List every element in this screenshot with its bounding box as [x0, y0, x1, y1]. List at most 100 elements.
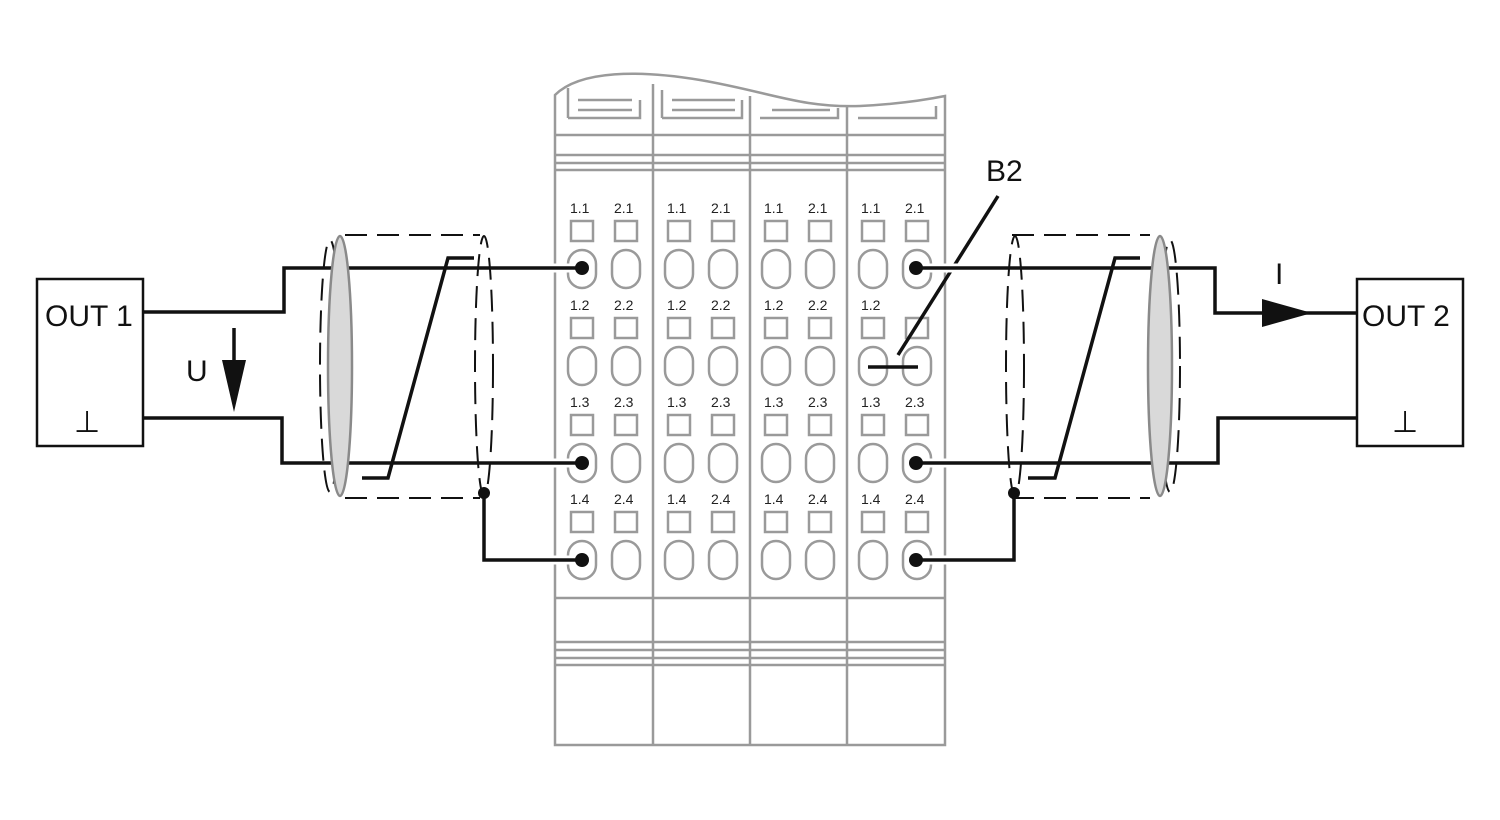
connection-square: [613, 316, 639, 340]
screw-terminal[interactable]: [663, 248, 695, 290]
screw-terminal[interactable]: [707, 345, 739, 387]
connection-square: [710, 413, 736, 437]
connection-square: [763, 219, 789, 243]
pin-label: 2.3: [808, 394, 828, 410]
pin-label: 1.3: [570, 394, 590, 410]
pin-label: 1.4: [861, 491, 881, 507]
pin-label: 2.1: [711, 200, 731, 216]
connection-square: [860, 316, 886, 340]
connection-square: [569, 316, 595, 340]
connection-square: [904, 219, 930, 243]
connection-square: [666, 413, 692, 437]
connection-square: [763, 510, 789, 534]
connection-square: [904, 413, 930, 437]
connection-square: [904, 510, 930, 534]
out1-label: OUT 1: [45, 300, 133, 333]
connection-square: [763, 316, 789, 340]
screw-terminal[interactable]: [760, 539, 792, 581]
connection-square: [860, 510, 886, 534]
ground-icon: ⊥: [1392, 406, 1418, 439]
pin-label: 1.4: [764, 491, 784, 507]
connection-square: [569, 219, 595, 243]
pin-label: 2.2: [614, 297, 634, 313]
pin-label: 2.1: [614, 200, 634, 216]
arrow-right-icon: [1262, 299, 1312, 327]
pin-label: 1.1: [764, 200, 784, 216]
screw-terminal[interactable]: [804, 539, 836, 581]
connection-square: [569, 510, 595, 534]
arrow-down-icon: [222, 360, 246, 412]
out2-label: OUT 2: [1362, 300, 1450, 333]
screw-terminal[interactable]: [566, 345, 598, 387]
pin-label: 2.4: [808, 491, 828, 507]
pin-label: 2.4: [614, 491, 634, 507]
screw-terminal[interactable]: [857, 539, 889, 581]
screw-terminal[interactable]: [760, 248, 792, 290]
connection-square: [613, 510, 639, 534]
connection-square: [763, 413, 789, 437]
screw-terminal[interactable]: [760, 442, 792, 484]
connection-square: [710, 219, 736, 243]
screw-terminal[interactable]: [804, 345, 836, 387]
connection-square: [613, 219, 639, 243]
out1-device: OUT 1 ⊥: [35, 277, 145, 448]
bridge-label: B2: [986, 155, 1023, 188]
screw-terminal[interactable]: [804, 442, 836, 484]
terminal-block: [553, 72, 947, 747]
pin-label: 1.1: [861, 200, 881, 216]
pin-label: 1.4: [570, 491, 590, 507]
pin-label: 1.1: [570, 200, 590, 216]
screw-terminal[interactable]: [663, 345, 695, 387]
screw-terminal[interactable]: [610, 248, 642, 290]
screw-terminal[interactable]: [707, 248, 739, 290]
voltage-label: U: [186, 355, 208, 388]
connection-square: [807, 510, 833, 534]
connection-square: [807, 219, 833, 243]
screw-terminal[interactable]: [610, 345, 642, 387]
bridge-b2: B2: [868, 155, 1023, 369]
connection-square: [666, 316, 692, 340]
right-cable-ferrule: [1146, 234, 1174, 498]
connection-square: [666, 510, 692, 534]
pin-label: 1.2: [667, 297, 687, 313]
pin-label: 1.2: [861, 297, 881, 313]
pin-label: 1.4: [667, 491, 687, 507]
voltage-arrow: U: [186, 328, 246, 412]
pin-label: 1.1: [667, 200, 687, 216]
screw-terminal[interactable]: [610, 442, 642, 484]
left-shielded-cable: [143, 234, 589, 567]
out2-device: OUT 2 ⊥: [1355, 277, 1465, 448]
connection-square: [860, 219, 886, 243]
pin-label: 1.3: [667, 394, 687, 410]
pin-label: 1.2: [570, 297, 590, 313]
pin-label: 2.2: [711, 297, 731, 313]
pin-label: 2.3: [905, 394, 925, 410]
screw-terminal[interactable]: [663, 539, 695, 581]
pin-label: 2.1: [808, 200, 828, 216]
connection-square: [860, 413, 886, 437]
screw-terminal[interactable]: [857, 442, 889, 484]
connection-square: [807, 316, 833, 340]
screw-terminal[interactable]: [857, 248, 889, 290]
screw-terminal[interactable]: [760, 345, 792, 387]
connection-square: [807, 413, 833, 437]
connection-square: [613, 413, 639, 437]
connection-square: [569, 413, 595, 437]
current-label: I: [1275, 258, 1283, 291]
screw-terminal[interactable]: [707, 539, 739, 581]
ground-icon: ⊥: [74, 406, 100, 439]
screw-terminal[interactable]: [610, 539, 642, 581]
screw-terminal[interactable]: [707, 442, 739, 484]
current-arrow: I: [1262, 258, 1312, 327]
screw-terminal[interactable]: [804, 248, 836, 290]
left-cable-ferrule: [326, 234, 354, 498]
right-shielded-cable: [909, 234, 1357, 567]
pin-label: 2.2: [808, 297, 828, 313]
pin-label: 1.3: [861, 394, 881, 410]
pin-label: 2.4: [905, 491, 925, 507]
screw-terminal[interactable]: [663, 442, 695, 484]
pin-label: 2.4: [711, 491, 731, 507]
pin-label: 2.1: [905, 200, 925, 216]
connection-square: [710, 510, 736, 534]
